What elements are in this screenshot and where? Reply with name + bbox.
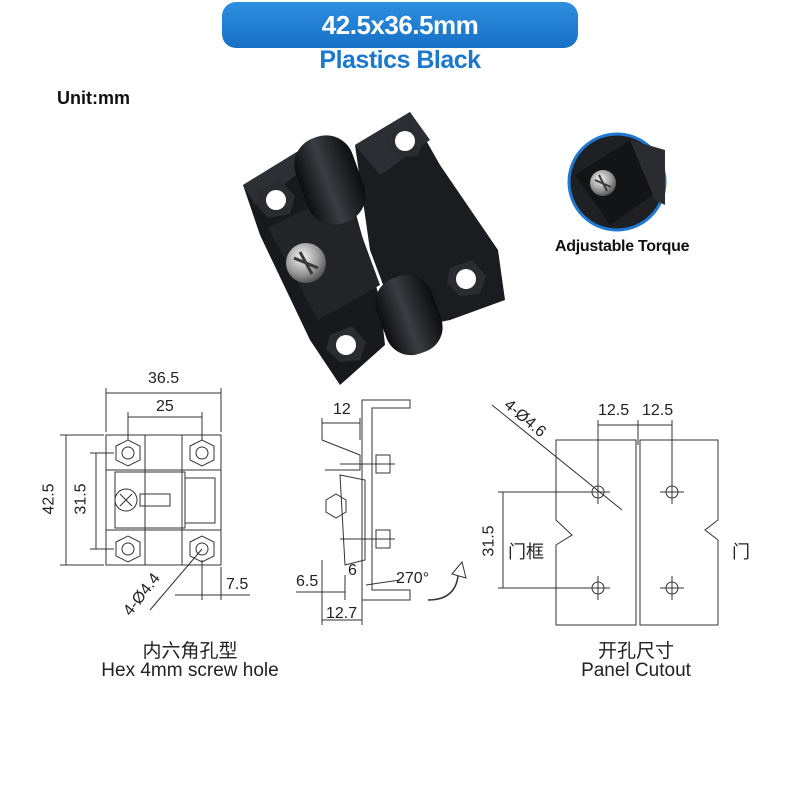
dim-front-height: 42.5	[40, 483, 58, 515]
dim-front-hole-dia: 4-Ø4.4	[120, 570, 164, 620]
dim-cutout-vertical: 31.5	[480, 525, 498, 557]
cutout-hole-br	[660, 576, 684, 600]
dim-front-hole-spacing: 25	[156, 398, 174, 415]
dim-side-left: 6.5	[296, 573, 319, 590]
side-view-drawing	[296, 399, 467, 625]
label-door-frame: 门框	[508, 542, 544, 562]
dim-side-mid: 6	[348, 562, 357, 579]
dim-side-angle: 270°	[396, 570, 430, 587]
dim-cutout-left-offset: 12.5	[598, 402, 630, 419]
cutout-caption-cn: 开孔尺寸	[597, 641, 674, 662]
front-view-drawing	[60, 388, 250, 611]
panel-cutout-drawing	[491, 404, 719, 626]
dim-side-top: 12	[333, 401, 351, 418]
dim-front-width: 36.5	[148, 370, 180, 387]
front-caption-en: Hex 4mm screw hole	[101, 660, 279, 681]
hinge-body	[243, 112, 505, 385]
dim-front-hole-vertical: 31.5	[72, 483, 90, 515]
front-hex-hole-br	[189, 535, 215, 563]
dim-cutout-right-offset: 12.5	[642, 402, 674, 419]
cutout-caption-en: Panel Cutout	[581, 660, 691, 681]
dim-front-edge: 7.5	[226, 576, 249, 593]
dim-side-bottom: 12.7	[326, 605, 358, 622]
dim-cutout-hole-dia: 4-Ø4.6	[500, 396, 549, 441]
front-caption-cn: 内六角孔型	[142, 641, 238, 662]
unit-label: Unit:mm	[57, 88, 130, 108]
front-hex-hole-bl	[115, 535, 141, 563]
material-label: Plastics Black	[319, 46, 481, 74]
size-banner: 42.5x36.5mm	[222, 2, 578, 48]
inset-caption: Adjustable Torque	[555, 238, 690, 255]
torque-inset	[567, 132, 667, 232]
label-door: 门	[732, 542, 750, 562]
